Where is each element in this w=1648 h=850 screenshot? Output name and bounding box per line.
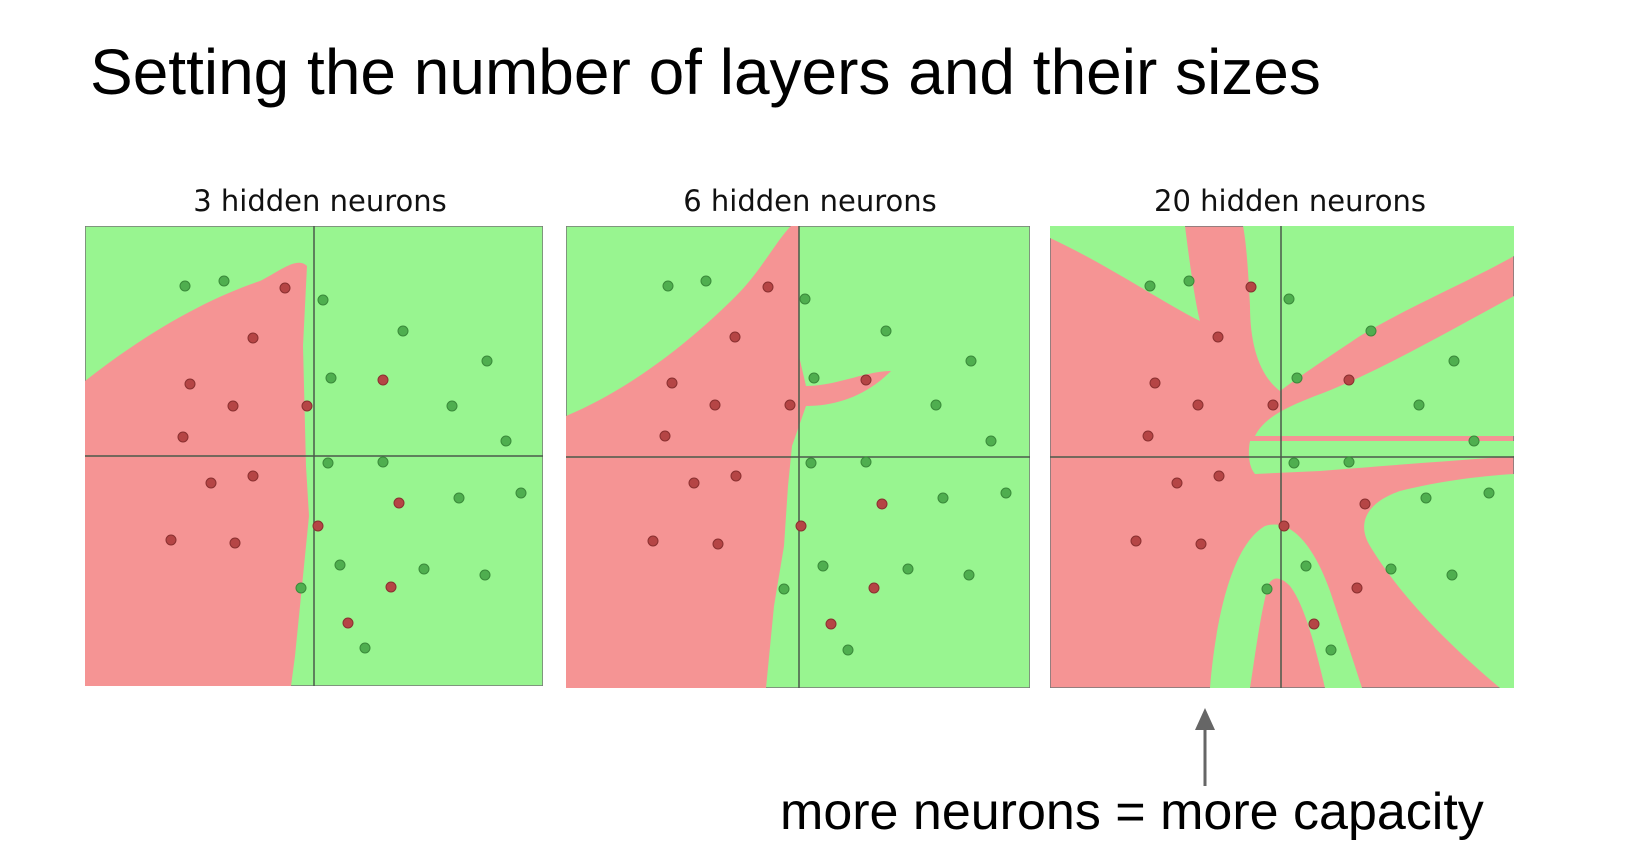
slide-title: Setting the number of layers and their s… [90,36,1321,108]
panel-label-20-neurons: 20 hidden neurons [1154,184,1426,218]
panel-label-6-neurons: 6 hidden neurons [683,184,937,218]
decision-boundary-plot-6-neurons [566,226,1030,688]
panel-label-3-neurons: 3 hidden neurons [193,184,447,218]
decision-boundary-plot-3-neurons [85,226,543,686]
up-arrow-icon [1190,708,1220,793]
decision-boundary-plot-20-neurons [1050,226,1514,688]
capacity-caption: more neurons = more capacity [780,783,1484,841]
